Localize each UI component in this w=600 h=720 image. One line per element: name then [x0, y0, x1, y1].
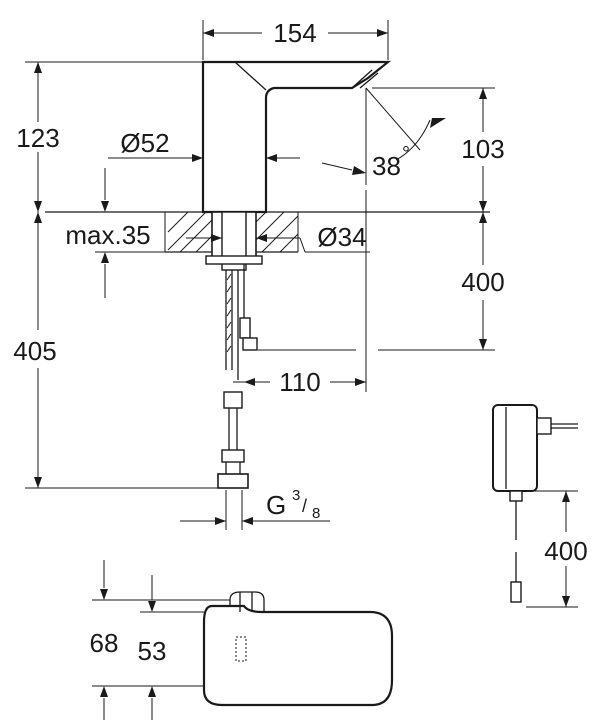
label-spout-height: 103: [461, 134, 504, 164]
label-total-height: 405: [13, 336, 56, 366]
label-thread-sep: /: [302, 496, 307, 516]
label-angle: 38: [372, 151, 401, 181]
dim-spout-diameter: Ø52: [108, 128, 300, 162]
dim-height-above: 123: [16, 61, 203, 212]
power-adapter: [492, 404, 578, 603]
dim-angle: 38 °: [321, 87, 446, 185]
dim-total-height: 405: [13, 212, 218, 489]
label-max-thickness: max.35: [65, 220, 150, 250]
countertop: [45, 211, 490, 253]
label-height-above: 123: [16, 123, 59, 153]
label-top-height-2: 53: [138, 636, 167, 666]
label-cable-offset: 110: [279, 367, 320, 397]
dim-spout-height: 103: [372, 87, 505, 212]
dim-hole-diameter: Ø34: [186, 222, 370, 253]
label-top-height-1: 68: [90, 628, 119, 658]
label-thread-den: 8: [312, 505, 320, 522]
dim-width-top: 154: [202, 18, 389, 60]
label-spout-diameter: Ø52: [120, 128, 169, 158]
dim-adapter-cable: 400: [526, 490, 588, 608]
dim-max-thickness: max.35: [65, 168, 165, 298]
dim-thread: G 3 / 8: [180, 487, 330, 530]
countertop-hatch: [167, 211, 299, 253]
faucet-body: [201, 60, 392, 214]
mounting-shank: [205, 211, 263, 271]
hoses: [217, 264, 258, 489]
label-thread-g: G: [266, 490, 286, 520]
faucet-top-view: [202, 591, 394, 707]
dim-hose-length: 400: [258, 212, 505, 351]
label-thread-num: 3: [292, 487, 300, 504]
label-adapter-cable: 400: [544, 536, 587, 566]
dim-top-view: 68 53: [90, 560, 230, 720]
label-hose-length: 400: [461, 267, 504, 297]
label-angle-unit: °: [402, 143, 410, 165]
label-width-top: 154: [273, 18, 316, 48]
label-hole-diameter: Ø34: [317, 222, 366, 252]
dim-cable-offset: 110: [233, 190, 367, 397]
